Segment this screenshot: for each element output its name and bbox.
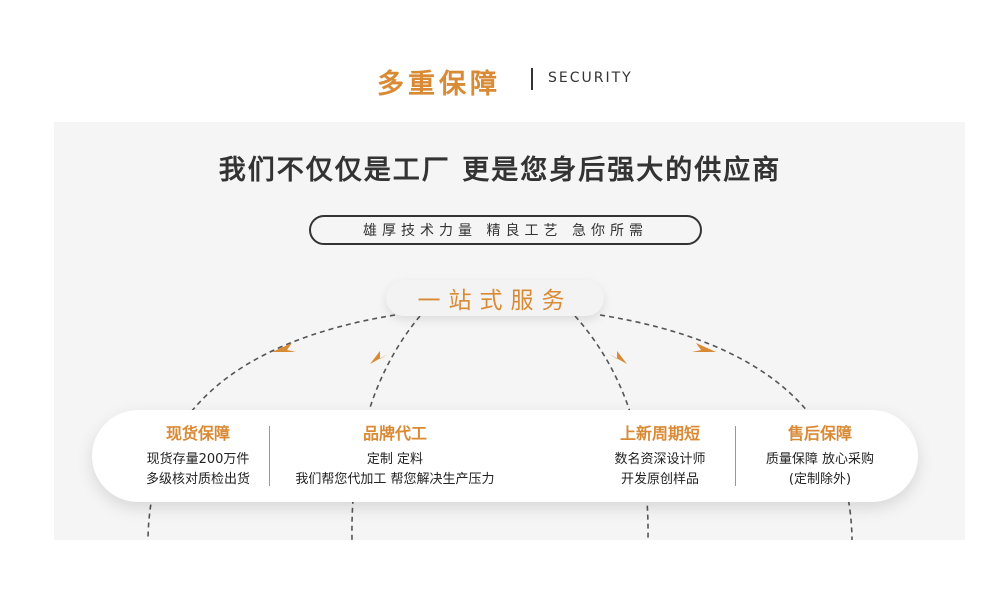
- feature-line: 质量保障 放心采购: [765, 452, 875, 467]
- feature-after-sales: 售后保障 质量保障 放心采购 (定制除外): [740, 420, 900, 490]
- feature-oem: 品牌代工 定制 定料 我们帮您代加工 帮您解决生产压力: [275, 420, 515, 490]
- feature-title: 现货保障: [165, 424, 230, 443]
- feature-line: 我们帮您代加工 帮您解决生产压力: [295, 472, 495, 487]
- feature-title: 售后保障: [787, 424, 852, 443]
- arc-right-inner: [574, 315, 649, 541]
- one-stop-service-label: 一站式服务: [386, 280, 604, 316]
- arrow-icon: [272, 343, 296, 352]
- feature-divider: [269, 426, 270, 486]
- feature-line: 数名资深设计师: [614, 452, 706, 467]
- arrow-icon: [370, 351, 388, 364]
- arc-left-outer: [147, 314, 396, 541]
- feature-title: 品牌代工: [362, 424, 427, 443]
- arrow-icon: [609, 351, 627, 364]
- feature-divider: [735, 426, 736, 486]
- section-header: 多重保障 SECURITY: [0, 60, 1000, 100]
- section-subtitle: SECURITY: [548, 70, 633, 86]
- tagline-pill: 雄厚技术力量 精良工艺 急你所需: [309, 215, 702, 245]
- arrow-icon: [692, 343, 716, 352]
- feature-stock: 现货保障 现货存量200万件 多级核对质检出货: [118, 420, 278, 490]
- feature-line: 定制 定料: [366, 452, 424, 467]
- panel-headline: 我们不仅仅是工厂 更是您身后强大的供应商: [218, 155, 782, 186]
- feature-new-arrivals: 上新周期短 数名资深设计师 开发原创样品: [580, 420, 740, 490]
- title-divider: [531, 68, 533, 90]
- features-bar: [92, 410, 918, 502]
- feature-title: 上新周期短: [619, 424, 700, 443]
- feature-line: (定制除外): [788, 472, 852, 487]
- section-title: 多重保障: [377, 69, 501, 100]
- feature-line: 现货存量200万件: [146, 452, 250, 467]
- feature-line: 开发原创样品: [620, 472, 699, 487]
- feature-line: 多级核对质检出货: [145, 472, 250, 487]
